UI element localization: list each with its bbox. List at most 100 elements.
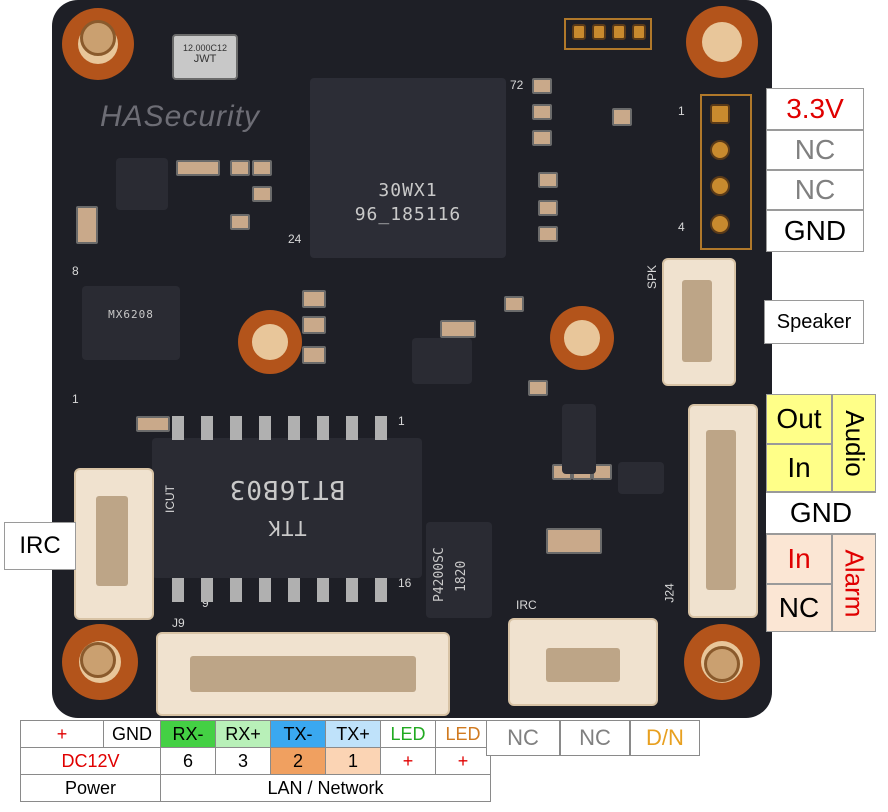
smd-component — [440, 320, 476, 338]
pin-rx-minus: RX- — [160, 720, 216, 748]
connector-slot — [682, 280, 712, 362]
magnetics-chip-line2: TTK — [267, 516, 307, 540]
small-ic — [412, 338, 472, 384]
smd-component — [302, 290, 326, 308]
silk-72: 72 — [510, 78, 524, 92]
smd-component — [176, 160, 220, 176]
label-alarm-in: In — [766, 534, 832, 584]
val-rx-plus: 3 — [215, 747, 271, 775]
pinout-value-row: DC12V 6 3 2 1 + + — [20, 747, 491, 775]
label-irc-left: IRC — [4, 522, 76, 570]
regulator-chip: MX6208 — [82, 286, 180, 360]
magnetics-pins-top — [172, 416, 404, 440]
irc-nc-1: NC — [486, 720, 560, 756]
smd-component — [252, 160, 272, 176]
connector-slot — [96, 496, 128, 586]
smd-component — [538, 172, 558, 188]
regulator-chip-label: MX6208 — [108, 308, 154, 321]
irc-dn: D/N — [630, 720, 700, 756]
smd-component — [302, 316, 326, 334]
silk-1-top: 1 — [678, 104, 685, 118]
silk-9-mag: 9 — [202, 596, 209, 610]
pin-rx-plus: RX+ — [215, 720, 271, 748]
val-tx-minus: 2 — [270, 747, 326, 775]
label-nc-2: NC — [766, 170, 864, 210]
header-pin-4 — [710, 214, 730, 234]
pin-led-green: LED — [380, 720, 436, 748]
label-alarm: Alarm — [832, 534, 876, 632]
smd-component — [532, 104, 552, 120]
small-ic — [562, 404, 596, 474]
center-hole-right — [550, 306, 614, 370]
label-alarm-nc: NC — [766, 584, 832, 632]
diode-chip-line2: 1820 — [454, 560, 469, 592]
silk-icut: ICUT — [163, 485, 177, 513]
smd-component — [528, 380, 548, 396]
smd-component — [612, 108, 632, 126]
network-connector-j9 — [156, 632, 450, 716]
silk-j24: J24 — [662, 583, 677, 603]
magnetics-chip: BT16B03 TTK — [152, 438, 422, 578]
small-ic — [116, 158, 168, 210]
smd-component — [230, 214, 250, 230]
crystal-line2: JWT — [193, 53, 217, 65]
irc-connector — [508, 618, 658, 706]
group-power: Power — [20, 774, 161, 802]
processor-chip: 30WX1 96_185116 — [310, 78, 506, 258]
silk-irc: IRC — [516, 598, 537, 612]
val-led-green: + — [380, 747, 436, 775]
silk-1-left: 1 — [72, 392, 79, 406]
header-pin-3 — [710, 176, 730, 196]
label-audio: Audio — [832, 394, 876, 492]
header-pin — [592, 24, 606, 40]
label-audio-out: Out — [766, 394, 832, 444]
pin-led-orange: LED — [435, 720, 491, 748]
crystal-line1: 12.000C12 — [182, 43, 228, 53]
diode-chip-line1: P4200SC — [432, 547, 447, 602]
pinout-table: + GND RX- RX+ TX- TX+ LED LED DC12V 6 3 … — [20, 720, 491, 802]
silk-spk: SPK — [645, 264, 660, 290]
screw-bottom-left — [80, 642, 116, 678]
header-pin — [632, 24, 646, 40]
processor-chip-line2: 96_185116 — [354, 204, 462, 225]
label-3v3: 3.3V — [766, 88, 864, 130]
mounting-hole-top-right — [686, 6, 758, 78]
label-gnd-top: GND — [766, 210, 864, 252]
val-dc12v: DC12V — [20, 747, 161, 775]
irc-nc-2: NC — [560, 720, 630, 756]
pin-gnd: GND — [103, 720, 161, 748]
label-speaker: Speaker — [764, 300, 864, 344]
label-gnd-mid: GND — [766, 492, 876, 534]
header-pin — [612, 24, 626, 40]
val-rx-minus: 6 — [160, 747, 216, 775]
header-pin-1 — [710, 104, 730, 124]
smd-component — [136, 416, 170, 432]
silk-j9: J9 — [172, 616, 185, 630]
pinout-header-row: + GND RX- RX+ TX- TX+ LED LED — [20, 720, 491, 748]
magnetics-pins-bottom — [172, 578, 404, 602]
smd-component — [538, 226, 558, 242]
smd-component — [538, 200, 558, 216]
header-pin — [572, 24, 586, 40]
pin-plus: + — [20, 720, 104, 748]
screw-bottom-right — [704, 646, 740, 682]
diode-chip: P4200SC 1820 — [426, 522, 492, 618]
val-tx-plus: 1 — [325, 747, 381, 775]
silk-8-left: 8 — [72, 264, 79, 278]
smd-component — [76, 206, 98, 244]
smd-component — [532, 78, 552, 94]
connector-slot — [190, 656, 416, 692]
silk-24: 24 — [288, 232, 302, 246]
label-audio-in: In — [766, 444, 832, 492]
smd-component — [230, 160, 250, 176]
silk-4-top: 4 — [678, 220, 685, 234]
smd-component — [252, 186, 272, 202]
processor-chip-line1: 30WX1 — [378, 180, 438, 201]
group-lan: LAN / Network — [160, 774, 491, 802]
connector-slot — [546, 648, 620, 682]
val-led-orange: + — [435, 747, 491, 775]
pin-tx-plus: TX+ — [325, 720, 381, 748]
label-audio-text: Audio — [839, 409, 870, 477]
pcb-board: HASecurity 12.000C12 JWT 30WX1 96_185116… — [52, 0, 772, 718]
header-pin-2 — [710, 140, 730, 160]
